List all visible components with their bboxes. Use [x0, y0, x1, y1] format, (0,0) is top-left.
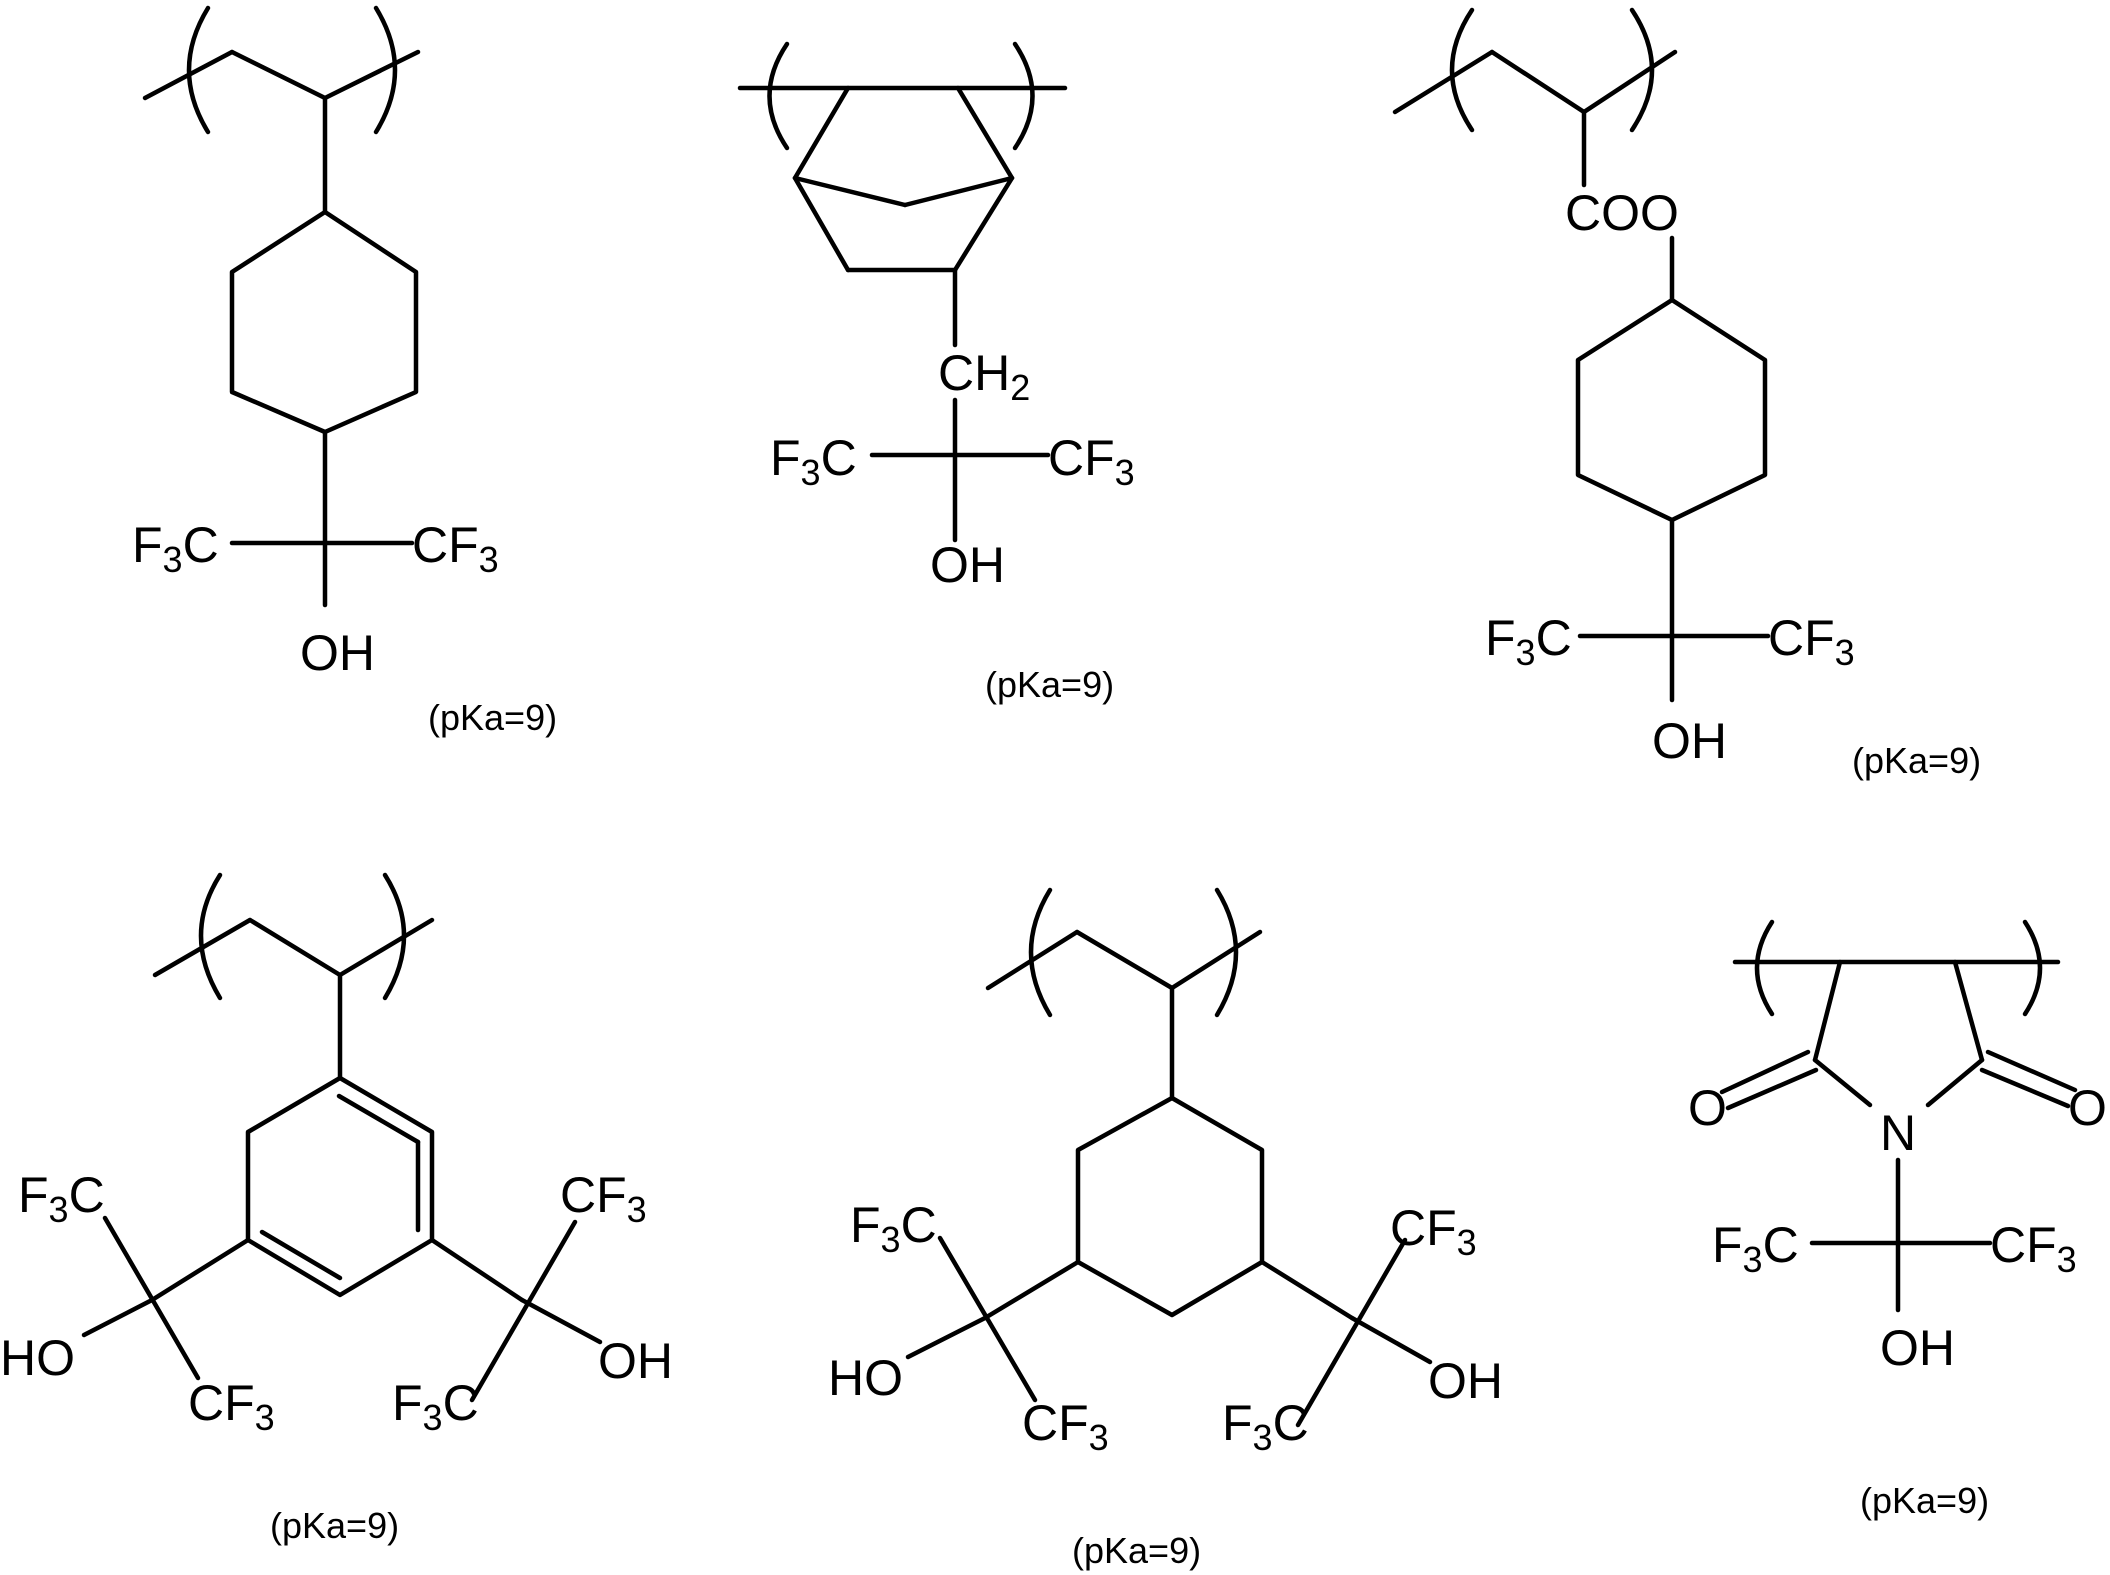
structure-2: CH2 F3C CF3 OH (pKa=9) [740, 44, 1135, 705]
structure-2-caption: (pKa=9) [985, 664, 1114, 705]
structure-1-cf3-left: F3C [132, 517, 219, 580]
structure-6-bracket-right [2025, 922, 2040, 1014]
structure-4-hydroxyl-right: OH [598, 1333, 673, 1389]
structure-2-hydroxyl: OH [930, 537, 1005, 593]
structure-5-cf3-top-left: F3C [850, 1197, 937, 1260]
structure-5-cf3-bottom-left: CF3 [1022, 1395, 1109, 1458]
structure-2-cf3-right: CF3 [1048, 430, 1135, 493]
structure-4-cf3-top-right: CF3 [560, 1167, 647, 1230]
structure-4-bonds [84, 920, 600, 1400]
structure-5: F3C CF3 HO OH CF3 F3C (pKa=9) [828, 890, 1503, 1571]
structure-6-bracket-left [1757, 922, 1772, 1014]
structure-3-hydroxyl: OH [1652, 713, 1727, 769]
structure-6-cf3-right: CF3 [1990, 1217, 2077, 1280]
structure-3-bonds [1395, 52, 1768, 700]
structure-3: COO F3C CF3 OH (pKa=9) [1395, 10, 1981, 781]
structure-1-cf3-right: CF3 [412, 517, 499, 580]
structure-6-hydroxyl: OH [1880, 1320, 1955, 1376]
structure-5-hydroxyl-right: OH [1428, 1353, 1503, 1409]
structure-6: O O N F3C CF3 OH (pKa=9) [1688, 922, 2107, 1521]
structure-6-caption: (pKa=9) [1860, 1480, 1989, 1521]
structure-4-cf3-bottom-right: F3C [392, 1375, 479, 1438]
structure-2-bracket-left [770, 44, 788, 148]
structure-5-bonds [908, 932, 1430, 1425]
structure-1: F3C CF3 OH (pKa=9) [132, 8, 557, 738]
structure-3-caption: (pKa=9) [1852, 740, 1981, 781]
structure-3-cf3-right: CF3 [1768, 610, 1855, 673]
structure-5-cf3-bottom-right: F3C [1222, 1395, 1309, 1458]
structure-2-cf3-left: F3C [770, 430, 857, 493]
structure-6-oxygen-left: O [1688, 1080, 1727, 1136]
structure-5-hydroxyl-left: HO [828, 1350, 903, 1406]
structure-5-caption: (pKa=9) [1072, 1530, 1201, 1571]
structure-1-hydroxyl: OH [300, 625, 375, 681]
structure-1-caption: (pKa=9) [428, 697, 557, 738]
structure-6-nitrogen: N [1880, 1105, 1916, 1161]
structure-4-cf3-bottom-left: CF3 [188, 1375, 275, 1438]
structure-6-cf3-left: F3C [1712, 1217, 1799, 1280]
structure-3-cf3-left: F3C [1485, 610, 1572, 673]
structure-4-caption: (pKa=9) [270, 1505, 399, 1546]
structure-3-ester: COO [1565, 185, 1679, 241]
structure-4-cf3-top-left: F3C [18, 1167, 105, 1230]
structure-6-oxygen-right: O [2068, 1080, 2107, 1136]
structure-4-hydroxyl-left: HO [0, 1330, 75, 1386]
structure-4: F3C CF3 HO OH CF3 F3C (pKa=9) [0, 875, 673, 1546]
structure-2-ch2: CH2 [938, 345, 1030, 408]
structure-2-bracket-right [1015, 44, 1033, 148]
structure-5-cf3-top-right: CF3 [1390, 1200, 1477, 1263]
